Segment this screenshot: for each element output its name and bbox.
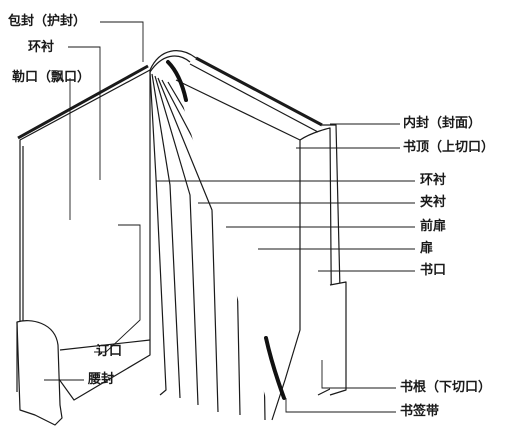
top-edge-right-2 (189, 63, 319, 133)
ribbon-top (166, 60, 188, 102)
label-endpaper-front: 环衬 (28, 40, 55, 55)
page-2 (151, 73, 181, 399)
label-belly-band: 腰封 (88, 372, 115, 387)
label-inner-cover: 内封（封面） (403, 116, 482, 131)
leader-wrapper (100, 21, 144, 62)
label-fore-edge: 书口 (420, 263, 447, 278)
gutter-lines (59, 339, 151, 351)
leader-ribbon (285, 398, 396, 413)
inner-cover-flap (329, 281, 347, 396)
label-ribbon: 书签带 (400, 404, 440, 419)
left-cover (19, 69, 151, 401)
label-fore-edge-left: 勒口（飘口） (12, 70, 91, 85)
label-interleaf: 夹衬 (420, 195, 447, 210)
top-edge-thick (17, 64, 149, 140)
page-4 (157, 77, 219, 413)
belly-band-shape (16, 320, 63, 426)
label-head: 书顶（上切口） (403, 140, 495, 155)
label-tail: 书根（下切口） (400, 380, 492, 395)
label-spine-edge: 订口 (96, 344, 123, 359)
leader-endpaper-front (68, 46, 101, 180)
page-1 (149, 71, 167, 396)
ribbon-bottom (264, 336, 286, 400)
text-block-front (299, 127, 333, 396)
label-front-flyleaf: 前扉 (420, 219, 447, 234)
text-block (175, 79, 301, 421)
page-3 (154, 75, 199, 406)
label-flyleaf: 扉 (420, 241, 434, 256)
leader-tail (321, 360, 396, 389)
spine-top (149, 50, 197, 71)
top-edge-right (195, 56, 323, 127)
spine-top-inner (149, 55, 191, 73)
label-wrapper: 包封（护封） (8, 14, 87, 29)
label-endpaper: 环衬 (420, 173, 447, 188)
inner-cover-edge (322, 124, 341, 291)
leader-spine-edge (94, 224, 141, 353)
